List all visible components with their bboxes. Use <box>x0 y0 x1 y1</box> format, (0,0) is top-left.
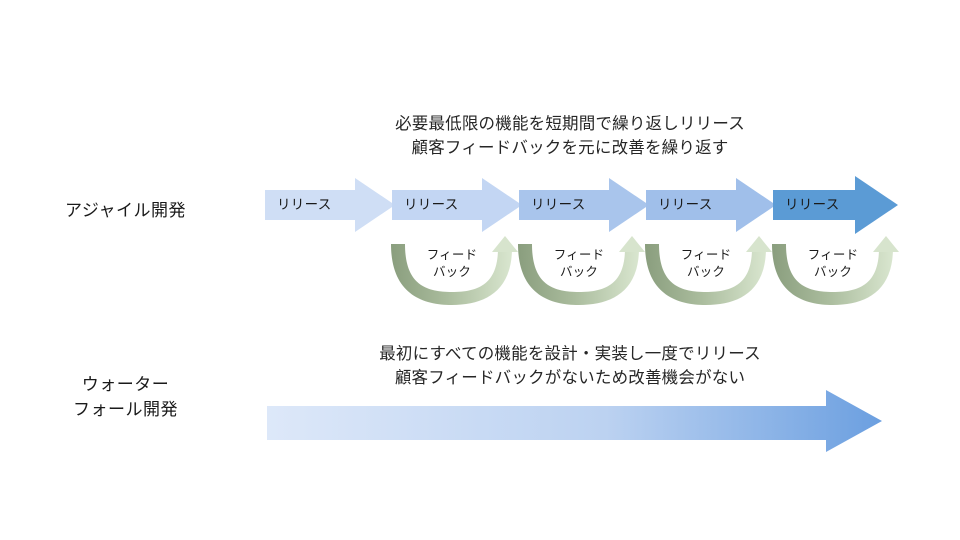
waterfall-arrow-group <box>267 390 882 452</box>
feedback-arc-4[interactable] <box>772 236 899 305</box>
feedback-label-3: フィード バック <box>680 248 732 279</box>
agile-row-label: アジャイル開発 <box>65 201 186 220</box>
agile-caption: 必要最低限の機能を短期間で繰り返しリリース 顧客フィードバックを元に改善を繰り返… <box>395 115 745 157</box>
waterfall-caption: 最初にすべての機能を設計・実装し一度でリリース 顧客フィードバックがないため改善… <box>379 345 761 387</box>
release-arrow-1[interactable] <box>265 178 395 232</box>
waterfall-arrow[interactable] <box>267 390 882 452</box>
feedback-arc-1[interactable] <box>391 236 518 305</box>
release-arrow-3[interactable] <box>519 178 649 232</box>
feedback-label-4: フィード バック <box>807 248 859 279</box>
agile-release-arrows <box>265 176 898 234</box>
release-arrow-label-5: リリース <box>785 197 840 212</box>
release-arrow-label-3: リリース <box>531 197 586 212</box>
release-arrow-label-2: リリース <box>404 197 459 212</box>
feedback-label-2: フィード バック <box>553 248 605 279</box>
release-arrow-label-4: リリース <box>658 197 713 212</box>
feedback-arc-3[interactable] <box>645 236 772 305</box>
release-arrow-label-1: リリース <box>277 197 332 212</box>
agile-feedback-arcs <box>391 236 899 305</box>
release-arrow-4[interactable] <box>646 178 776 232</box>
waterfall-row-label: ウォーター フォール開発 <box>73 375 178 419</box>
release-arrow-5[interactable] <box>773 176 898 234</box>
release-arrow-2[interactable] <box>392 178 522 232</box>
feedback-arc-2[interactable] <box>518 236 645 305</box>
feedback-label-1: フィード バック <box>426 248 478 279</box>
